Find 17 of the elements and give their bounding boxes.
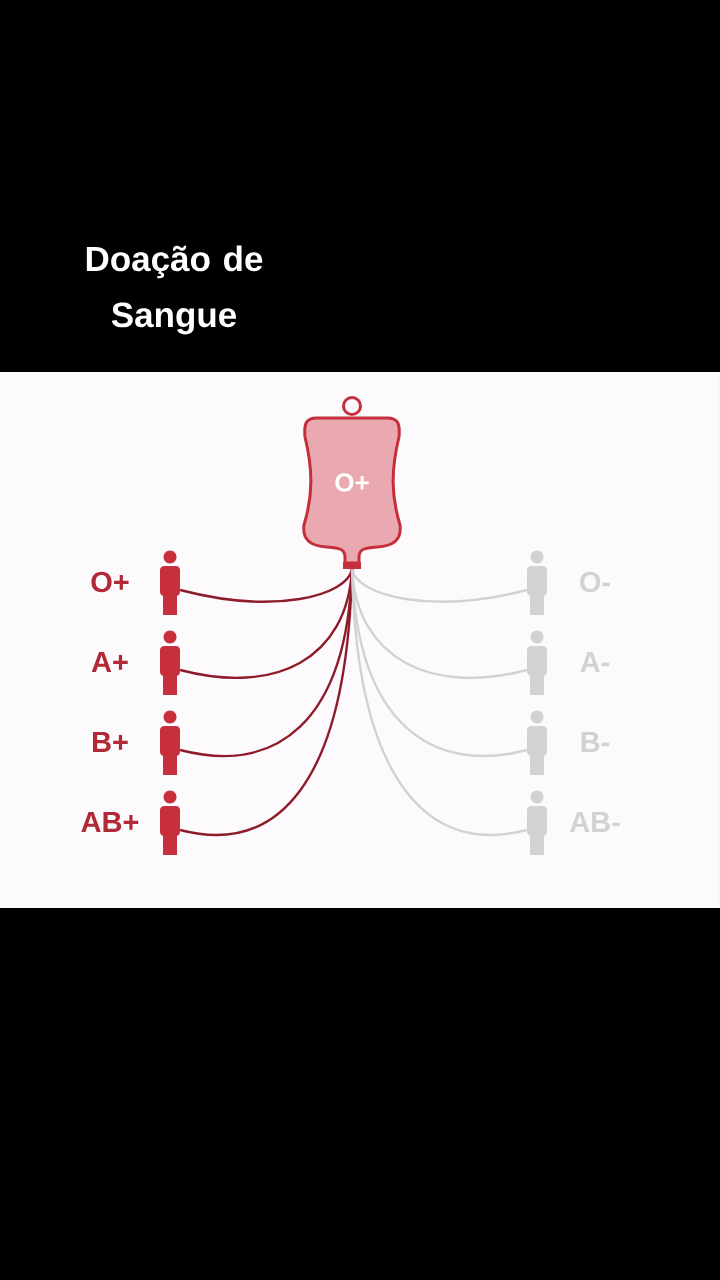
person-icon	[160, 630, 180, 695]
blood-type-label: B+	[93, 732, 128, 752]
blood-bag: O+	[302, 396, 402, 569]
person-icon	[527, 550, 547, 615]
person-icon	[160, 710, 180, 775]
blood-type-label: AB+	[81, 812, 139, 832]
person-icon	[527, 710, 547, 775]
person-icon	[527, 790, 547, 855]
blood-type-label: O+	[91, 571, 129, 593]
tube-line	[350, 569, 527, 836]
tube-line	[350, 568, 528, 603]
title: Doação de Sangue	[86, 245, 263, 335]
person-icon	[527, 630, 547, 695]
person-icon	[160, 550, 180, 615]
tube-line	[179, 568, 354, 603]
blood-type-label: A+	[91, 652, 128, 672]
person-icon	[160, 790, 180, 855]
